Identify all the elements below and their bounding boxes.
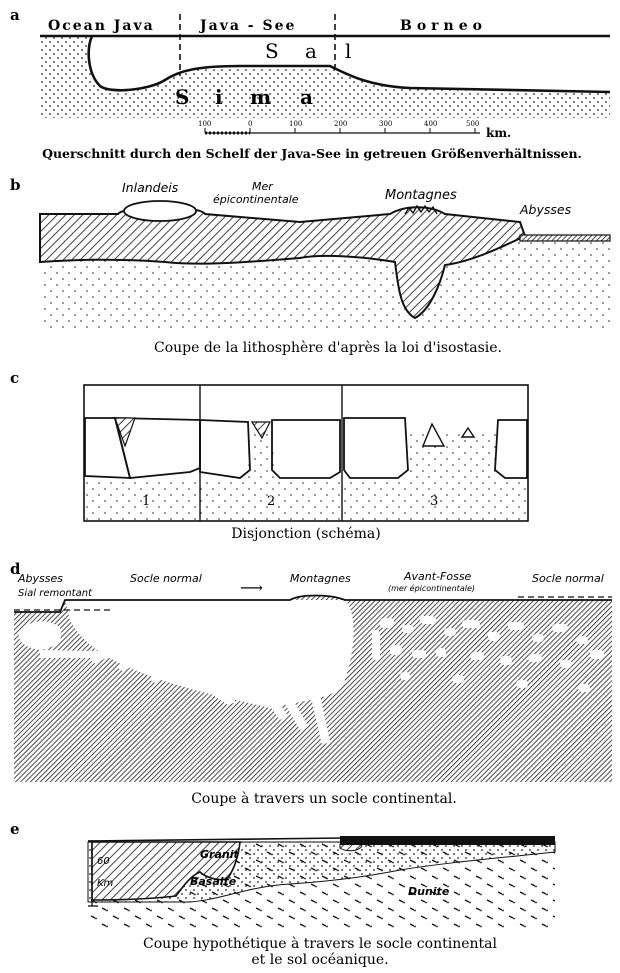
label-dunite: Dunite (408, 885, 450, 898)
scale-tick: 200 (334, 120, 347, 128)
scale-bar (205, 128, 480, 133)
panel-letter-c: c (10, 369, 19, 387)
gap-2 (246, 430, 275, 480)
label-mer-epicontinentale: (mer épicontinentale) (388, 583, 475, 593)
panel-b: b Inlandeis Mer épicontinentale Montagne… (10, 176, 610, 356)
label-granit: Granit (200, 848, 239, 861)
label-java-see: Java - See (198, 18, 296, 34)
panel-letter-b: b (10, 176, 21, 194)
label-abysses: Abysses (17, 572, 63, 585)
label-km: Km (97, 878, 114, 889)
sima-layer (40, 36, 610, 118)
label-inlandeis: Inlandeis (122, 180, 179, 195)
scale-tick: 100 (198, 120, 211, 128)
label-avant-fosse: Avant-Fosse (403, 570, 472, 583)
label-sima-m: m (250, 85, 271, 109)
stage-number-2: 2 (267, 494, 275, 509)
label-abysses: Abysses (519, 202, 572, 217)
panel-d: d (10, 560, 612, 807)
lower-layer (85, 480, 527, 520)
label-sal-a: a (305, 39, 317, 63)
caption-b: Coupe de la lithosphère d'après la loi d… (154, 340, 502, 356)
label-sial-remontant: Sial remontant (18, 588, 93, 599)
label-sal-s: S (265, 39, 279, 63)
caption-d: Coupe à travers un socle continental. (191, 790, 457, 807)
arrow-icon: ⟶ (240, 578, 263, 597)
caption-a: Querschnitt durch den Schelf der Java-Se… (42, 146, 582, 161)
label-socle-normal-left: Socle normal (130, 572, 202, 585)
scale-tick: 300 (379, 120, 392, 128)
panel-a: a Ocean Java Java - See Borneo S a l S i… (10, 6, 610, 161)
scale-tick: 400 (424, 120, 437, 128)
label-montagnes: Montagnes (385, 188, 457, 203)
caption-c: Disjonction (schéma) (231, 526, 380, 542)
label-basalte: Basalte (190, 875, 237, 888)
scale-tick: 100 (289, 120, 302, 128)
scale-tick: 500 (466, 120, 479, 128)
label-socle-normal-right: Socle normal (532, 572, 604, 585)
scale-tick: 0 (248, 120, 252, 128)
ocean-band (340, 836, 555, 845)
label-sal-l: l (345, 39, 351, 63)
inland-ice (124, 201, 196, 221)
stage-number-1: 1 (142, 494, 150, 509)
caption-e-line1: Coupe hypothétique à travers le socle co… (143, 935, 497, 952)
panel-c: c 1 2 3 Disjonction (schéma) (10, 369, 528, 542)
label-montagnes: Montagnes (290, 572, 351, 585)
panel-letter-e: e (10, 820, 20, 838)
label-ocean-java: Ocean Java (48, 18, 155, 34)
scale-unit: km. (486, 126, 511, 140)
stage-number-3: 3 (430, 494, 438, 509)
panel-e: e 60 Km Granit Basalte Dunite Coupe hypo… (10, 820, 555, 968)
label-mer: Mer (252, 180, 274, 193)
label-sima-i: i (215, 85, 223, 109)
label-60: 60 (97, 856, 110, 867)
label-sima-s: S (175, 85, 189, 109)
caption-e-line2: et le sol océanique. (251, 952, 388, 968)
label-borneo: Borneo (400, 18, 487, 34)
oceanic-crust (520, 235, 610, 241)
label-sima-a: a (300, 85, 313, 109)
panel-letter-a: a (10, 6, 20, 24)
gap-3 (405, 432, 498, 480)
label-epicontinentale: épicontinentale (213, 193, 299, 206)
